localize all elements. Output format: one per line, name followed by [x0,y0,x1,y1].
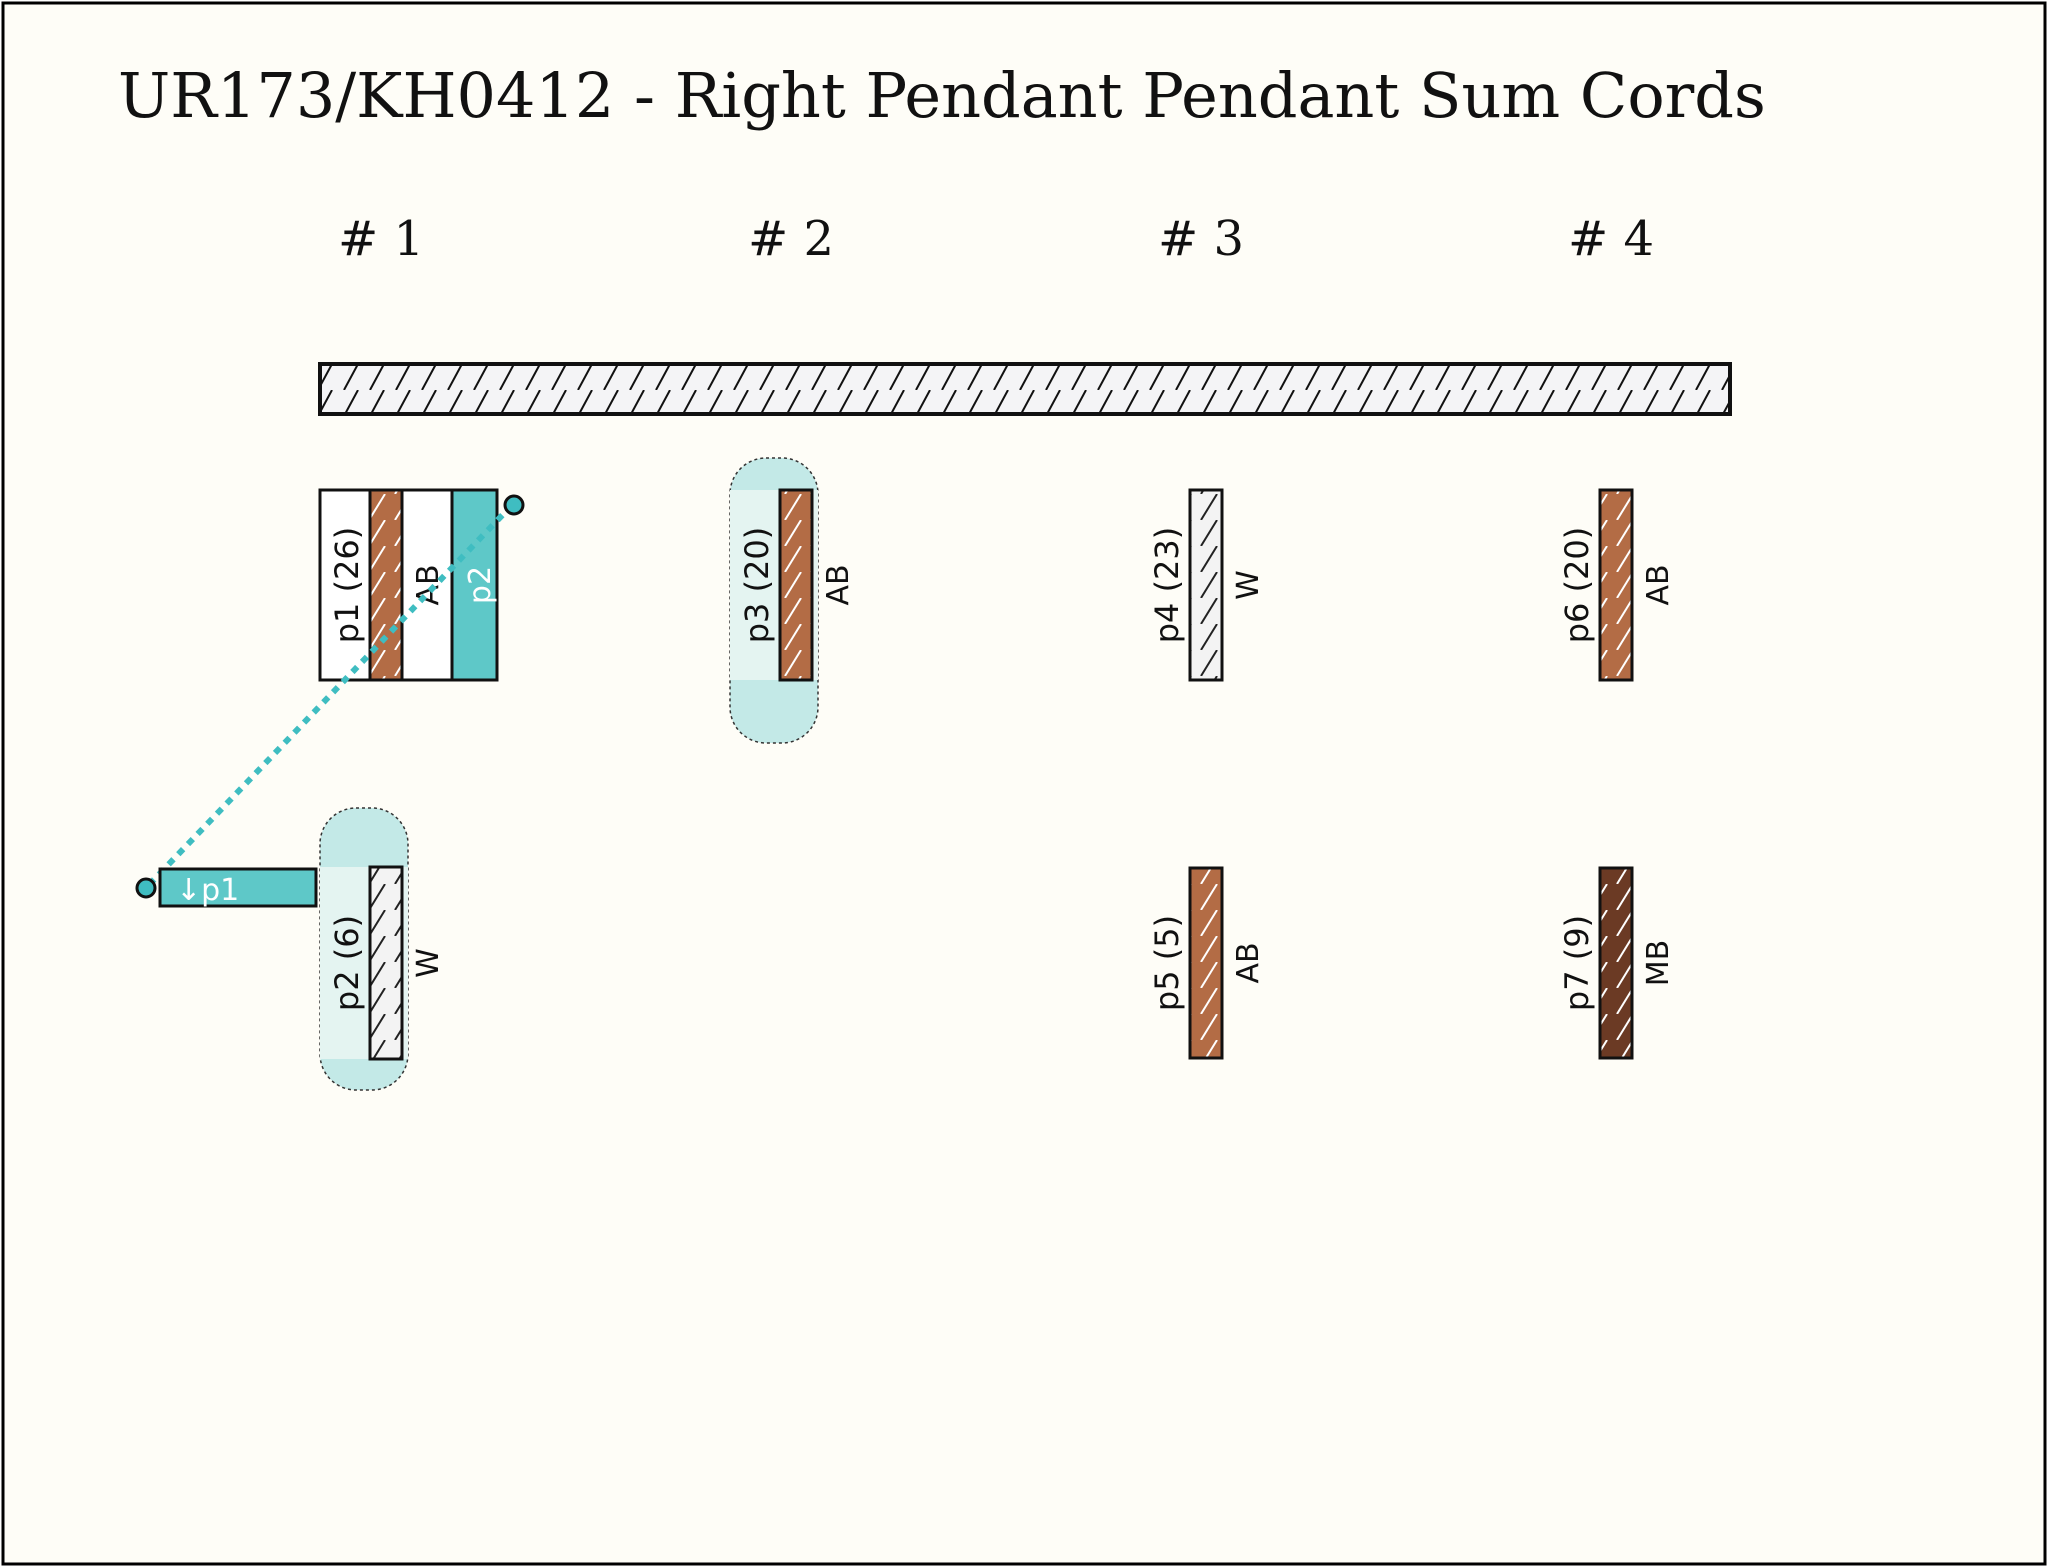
p3-cord [778,488,814,682]
primary-cord [318,362,1732,416]
sum-link-line [143,502,515,891]
p2-label: p2 (6) [328,915,366,1011]
group-label-1: # 1 [338,211,424,267]
p6-cord [1598,488,1634,682]
group-1: p2 p1 (26) AB p2 (6) W ↓p1 [135,488,525,1091]
p2-sum-tag [158,867,318,908]
p4-color-code: W [1231,570,1266,600]
p7-label: p7 (9) [1558,915,1596,1011]
group-4: p6 (20) AB p7 (9) MB [1558,488,1676,1060]
p1-sum-tag-label: p2 [463,566,498,604]
group-2: p3 (20) AB [729,457,856,744]
p4-cord [1188,488,1224,682]
p4-label: p4 (23) [1148,527,1186,644]
p6-color-code: AB [1641,564,1676,605]
group-label-3: # 3 [1158,211,1244,267]
diagram-title: UR173/KH0412 - Right Pendant Pendant Sum… [118,59,1766,132]
p1-color-code: AB [411,564,446,605]
p7-cord [1598,866,1634,1060]
p1-sum-tag [450,488,499,682]
p2-color-code: W [411,948,446,978]
p3-color-code: AB [821,564,856,605]
p5-color-code: AB [1231,942,1266,983]
group-label-2: # 2 [748,211,834,267]
p2-sum-tag-label: ↓p1 [176,873,239,908]
p1-label: p1 (26) [328,527,366,644]
sum-link-end-lower [135,877,157,899]
group-3: p4 (23) W p5 (5) AB [1148,488,1266,1060]
p7-color-code: MB [1641,940,1676,986]
group-label-4: # 4 [1568,211,1654,267]
p6-label: p6 (20) [1558,527,1596,644]
p5-label: p5 (5) [1148,915,1186,1011]
p3-label: p3 (20) [738,527,776,644]
p5-cord [1188,866,1224,1060]
sum-link-end-upper [503,494,525,516]
p2-cord [368,865,404,1061]
